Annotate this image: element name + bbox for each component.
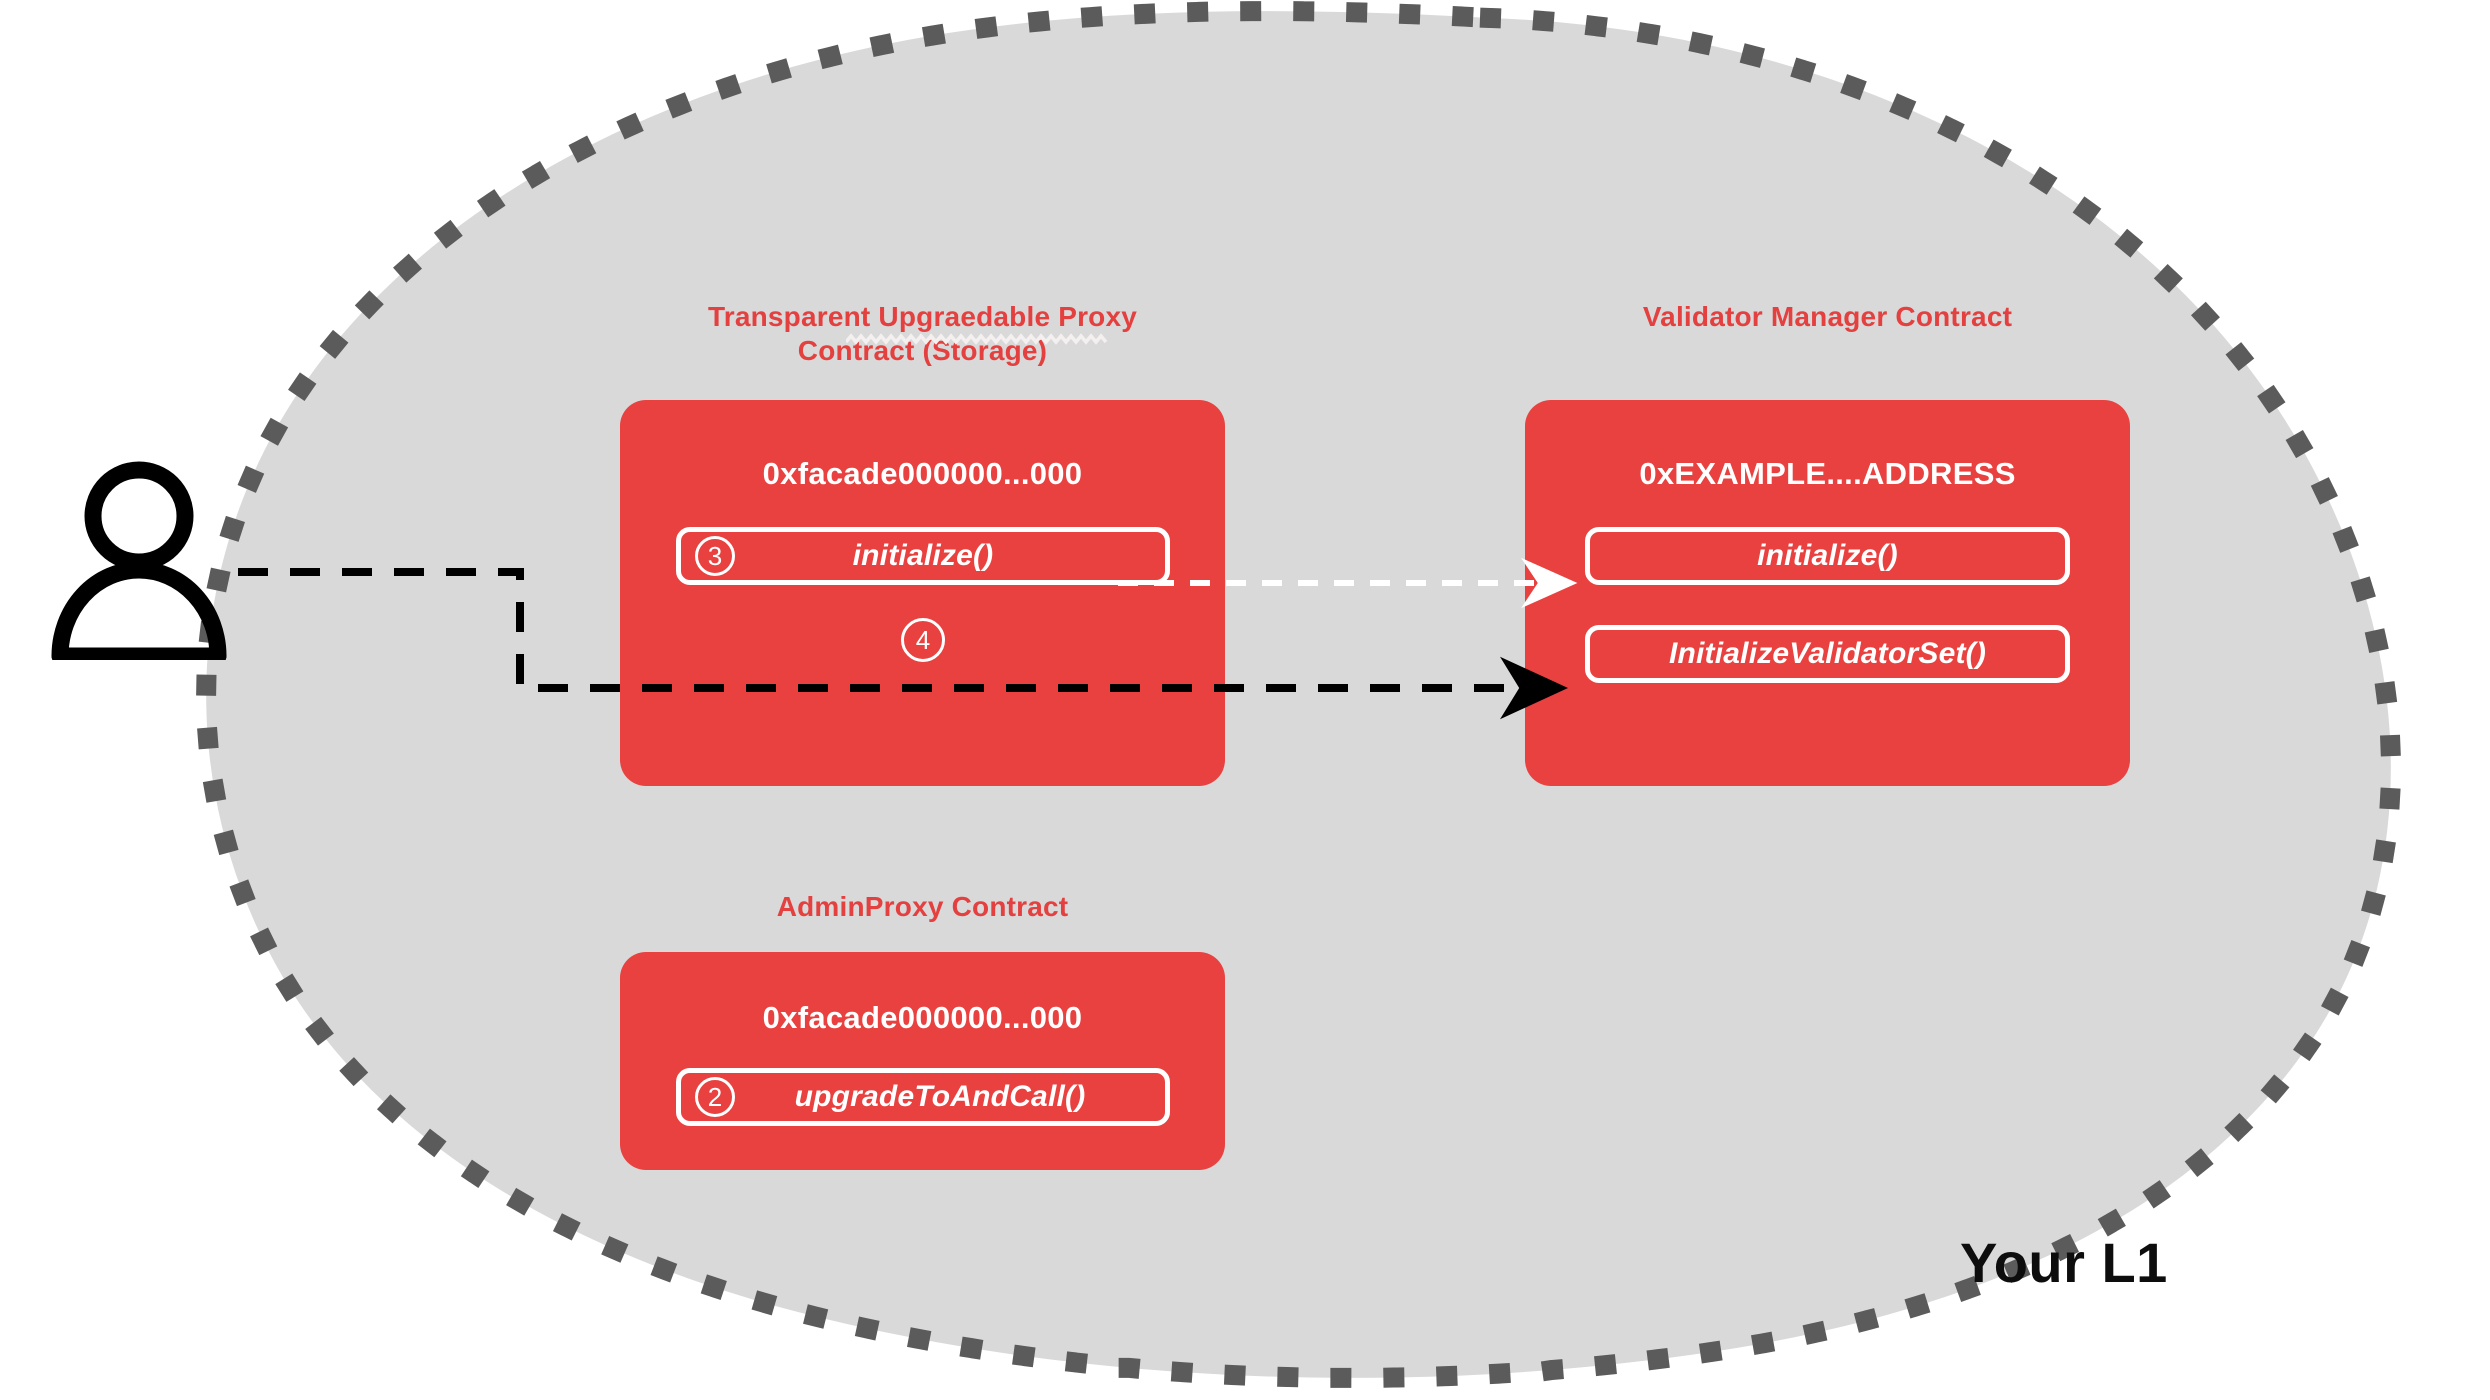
card-validator-manager-contract: 0xEXAMPLE....ADDRESS initialize() Initia… [1525,400,2130,786]
method-label-initializevalidatorset: InitializeValidatorSet() [1668,637,1987,670]
method-label-initialize: initialize() [852,539,994,572]
group-adminproxy-contract: AdminProxy Contract 0xfacade000000...000… [620,890,1225,1170]
step-badge-2: 2 [695,1077,735,1117]
step-badge-4: 4 [901,618,945,662]
address-transparent-upgradeable-proxy: 0xfacade000000...000 [762,456,1083,491]
address-validator-manager-contract: 0xEXAMPLE....ADDRESS [1639,456,2016,491]
group-transparent-upgradeable-proxy: Transparent Upgraedable Proxy Contract (… [620,300,1225,786]
group-title-transparent-upgradeable-proxy: Transparent Upgraedable Proxy Contract (… [707,301,1138,366]
card-adminproxy-contract: 0xfacade000000...000 2 upgradeToAndCall(… [620,952,1225,1170]
region-label-your-l1: Your L1 [1960,1231,2168,1294]
method-pill-upgradetoandcall[interactable]: 2 upgradeToAndCall() [676,1068,1170,1126]
method-label-upgradetoandcall: upgradeToAndCall() [794,1080,1086,1113]
person-icon [51,461,227,660]
method-pill-initialize-proxy[interactable]: 3 initialize() [676,527,1170,585]
method-pill-initializevalidatorset[interactable]: InitializeValidatorSet() [1585,625,2070,683]
card-transparent-upgradeable-proxy: 0xfacade000000...000 3 initialize() 4 [620,400,1225,786]
address-adminproxy-contract: 0xfacade000000...000 [762,1000,1083,1035]
method-pill-initialize-vmc[interactable]: initialize() [1585,527,2070,585]
group-title-validator-manager-contract: Validator Manager Contract [1642,301,2013,332]
group-validator-manager-contract: Validator Manager Contract 0xEXAMPLE....… [1525,300,2130,786]
step-badge-3: 3 [695,536,735,576]
method-label-initialize-vmc: initialize() [1757,539,1898,572]
group-title-adminproxy-contract: AdminProxy Contract [776,891,1069,922]
